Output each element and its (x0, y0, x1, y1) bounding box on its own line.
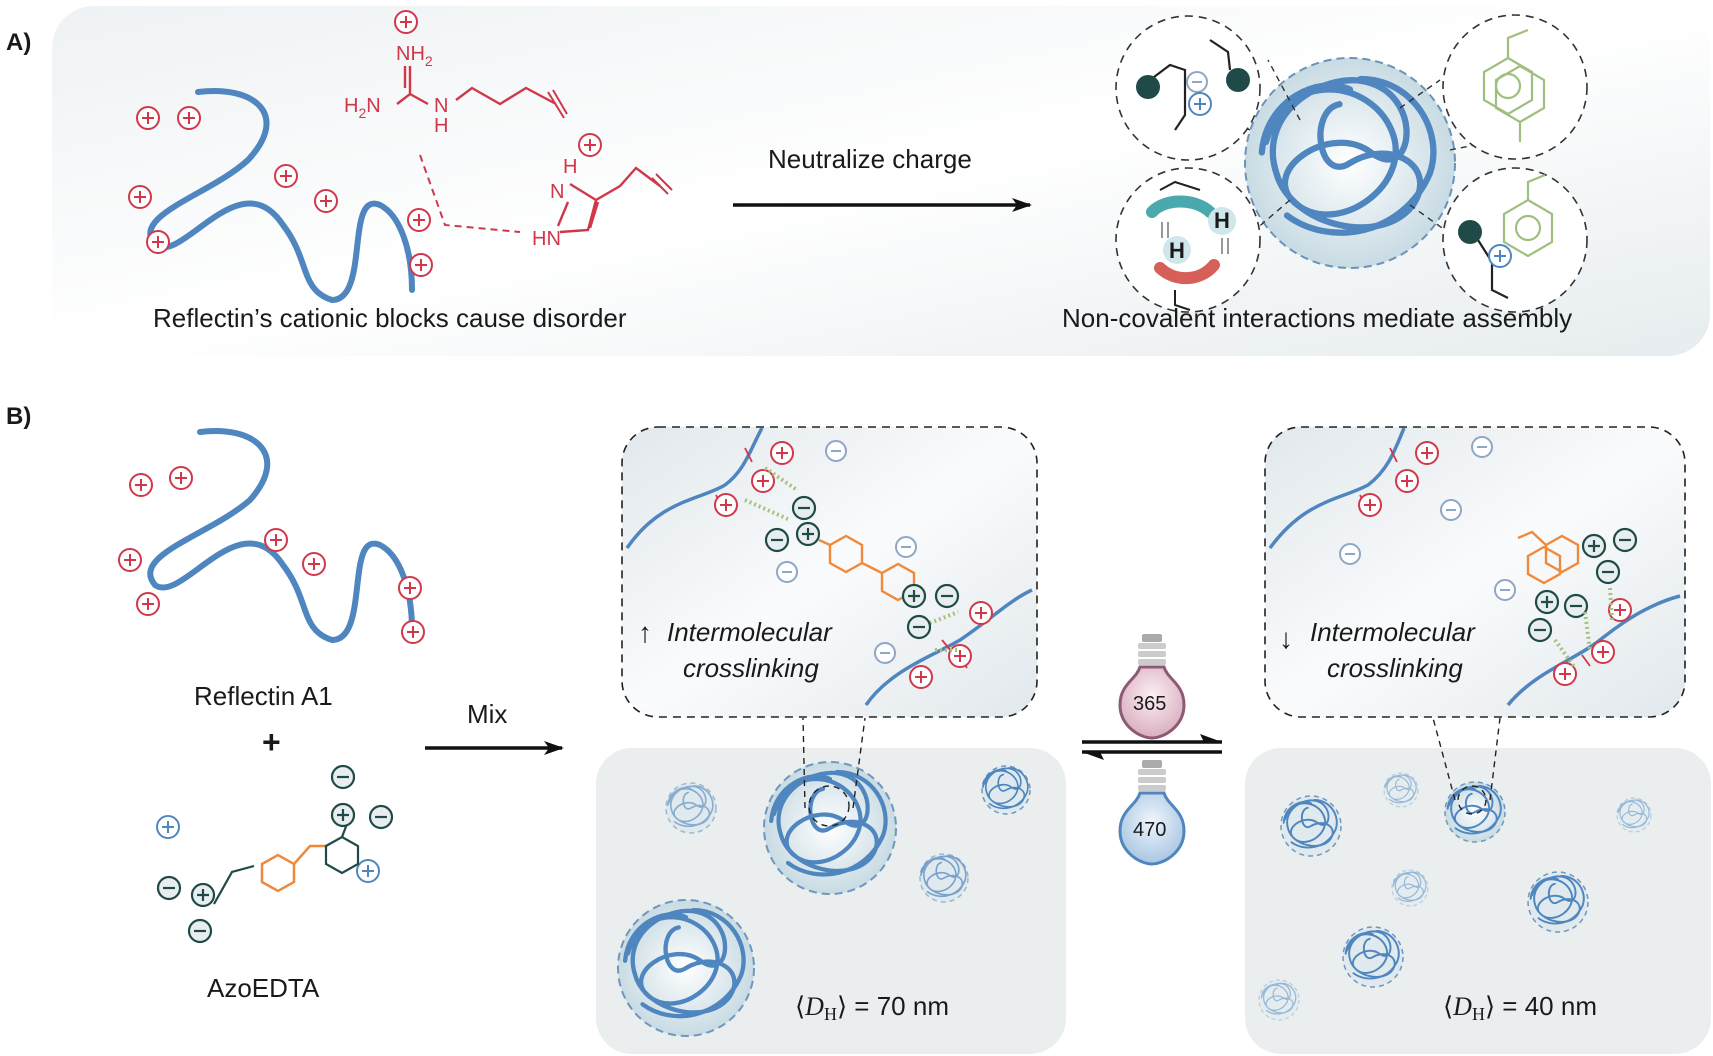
reflectin-chain-disordered (147, 88, 415, 304)
svg-text:N: N (550, 181, 564, 203)
svg-text:H2N: H2N (344, 95, 381, 121)
plus-sign: + (262, 724, 281, 760)
histidine-structure: H N HN (532, 133, 673, 250)
assembled-particle (1179, 57, 1501, 269)
svg-text:365: 365 (1133, 693, 1166, 715)
uv-bulb-icon: 365 (1118, 634, 1186, 740)
inset-right-content (1268, 427, 1681, 707)
svg-text:H: H (1214, 208, 1230, 233)
visible-bulb-icon: 470 (1118, 760, 1186, 866)
azoedta-molecule (156, 764, 394, 944)
left-caption-a: Reflectin’s cationic blocks cause disord… (153, 303, 627, 333)
callout-pi-stacking-top (1442, 14, 1588, 160)
reflectin-chain-b (147, 428, 415, 644)
callout-hydrogen-bond: H H (1115, 167, 1261, 313)
size-left: ⟨DH⟩ = 70 nm (795, 991, 949, 1024)
mix-label: Mix (467, 699, 507, 729)
callout-cation-pi (1442, 167, 1588, 313)
cation-pi-dashed-line (419, 154, 521, 233)
inset-left-line2: crosslinking (683, 653, 819, 683)
arginine-structure: NH2 H2N N H (344, 10, 568, 137)
callout-ion-pair (1115, 15, 1261, 161)
svg-text:HN: HN (532, 228, 561, 250)
inset-right-line2: crosslinking (1327, 653, 1463, 683)
panel-a-label: A) (6, 29, 31, 56)
particles-right (1258, 717, 1652, 1021)
inset-left-arrow-up: ↑ (638, 617, 652, 648)
svg-text:H: H (563, 156, 577, 178)
svg-text:470: 470 (1133, 819, 1166, 841)
reflectin-a1-label: Reflectin A1 (194, 681, 333, 711)
inset-left-content (625, 427, 1033, 706)
inset-right-line1: Intermolecular (1310, 617, 1476, 647)
inset-left-line1: Intermolecular (667, 617, 833, 647)
svg-text:H: H (434, 115, 448, 137)
azoedta-label: AzoEDTA (207, 973, 320, 1003)
panel-b-label: B) (6, 403, 31, 430)
size-right: ⟨DH⟩ = 40 nm (1443, 991, 1597, 1024)
particles-left (617, 717, 1031, 1037)
svg-text:NH2: NH2 (396, 43, 433, 69)
svg-text:H: H (1169, 238, 1185, 263)
right-caption-a: Non-covalent interactions mediate assemb… (1062, 303, 1572, 333)
inset-right-arrow-down: ↓ (1279, 623, 1293, 654)
svg-text:N: N (434, 95, 448, 117)
neutralize-arrow-label: Neutralize charge (768, 144, 972, 174)
